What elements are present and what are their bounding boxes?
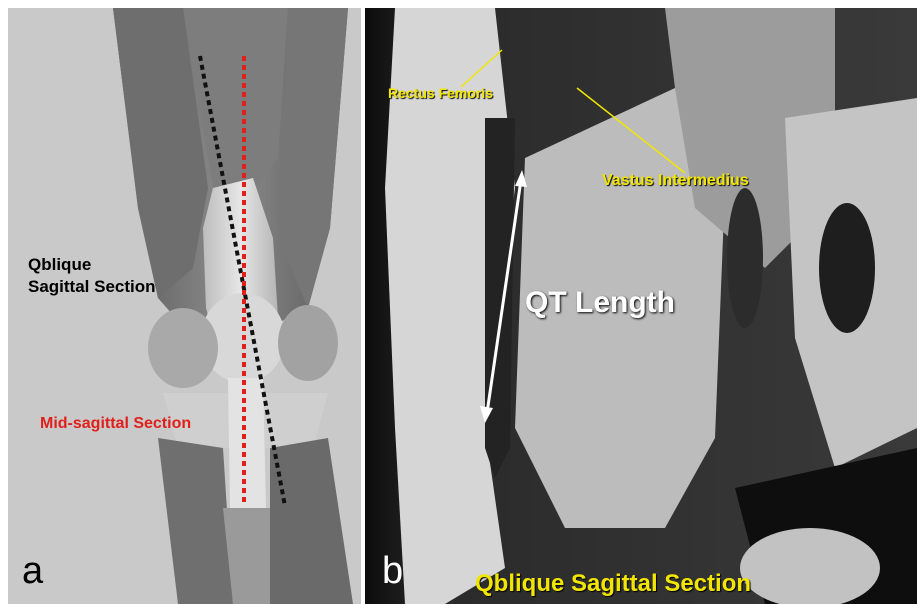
qt-length-label: QT Length [525,286,675,320]
panel-letter-a: a [22,550,43,593]
panel-a-knee-illustration: Qblique Sagittal Section Mid-sagittal Se… [8,8,361,604]
oblique-label-line2: Sagittal Section [28,276,156,298]
oblique-section-caption: Qblique Sagittal Section [475,570,751,598]
oblique-section-label: Qblique Sagittal Section [28,254,156,298]
rectus-femoris-label: Rectus Femoris [388,85,493,101]
oblique-label-line1: Qblique [28,254,156,276]
panel-b-mri-scan: Rectus Femoris Vastus Intermedius QT Len… [365,8,917,604]
vastus-intermedius-label: Vastus Intermedius [602,172,749,190]
panel-letter-b: b [382,550,403,593]
knee-muscle-illustration-icon [8,8,361,604]
mid-sagittal-label: Mid-sagittal Section [40,415,191,433]
